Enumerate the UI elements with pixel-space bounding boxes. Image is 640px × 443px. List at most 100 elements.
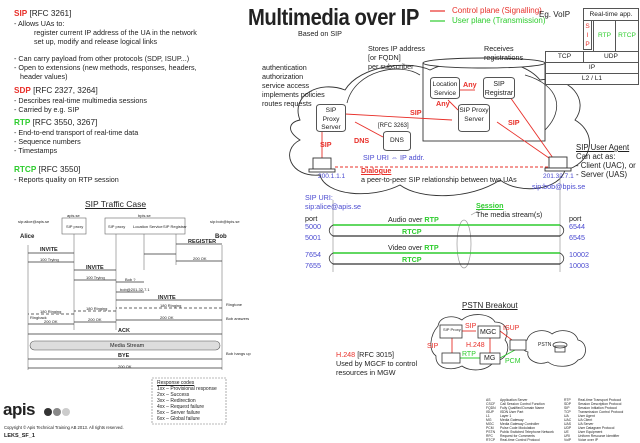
any-label: Any	[436, 99, 450, 108]
mg-box	[479, 352, 501, 365]
bob-uri: sip:bob@bpis.se	[532, 182, 586, 191]
receives-note: Receives	[484, 44, 514, 53]
copyright: Copyright © Apis Technical Training AB 2…	[4, 425, 124, 430]
logo-dot-2	[53, 408, 61, 416]
proxy-note: authorization	[262, 72, 304, 81]
video-pipe	[328, 252, 565, 265]
msg: 180 Ringing	[40, 309, 62, 314]
ip-network-cloud	[289, 59, 590, 197]
video-label: Video over RTP	[388, 243, 439, 252]
traffic-domain-a: apis.se	[67, 213, 80, 218]
proxy-note: routes requests	[262, 99, 312, 108]
stack-l2: L2 / L1	[545, 73, 639, 85]
msg: 100 Trying	[86, 275, 105, 280]
pstn-h248-label: H.248	[466, 342, 485, 349]
traffic-bob: Bob	[215, 234, 227, 240]
proxy-note: service access	[262, 81, 310, 90]
sip-link-right-bob	[496, 121, 550, 159]
alice-port-label: port	[305, 214, 318, 223]
response-code: 3xx – Redirection	[157, 398, 196, 404]
dialogue-title: Dialogue	[361, 166, 392, 175]
bob-laptop-icon	[544, 156, 572, 172]
port: 10003	[569, 261, 589, 270]
note-line: - Timestamps	[14, 146, 58, 155]
response-code: 6xx – Global failure	[157, 416, 200, 422]
isup-label: ISUP	[503, 325, 520, 332]
side-note: Bob answers	[226, 316, 250, 321]
traffic-bob-uri: sip:bob@bpis.se	[210, 219, 240, 224]
msg: 180 Ringing	[160, 303, 182, 308]
note-line: - Sequence numbers	[14, 137, 81, 146]
stack-rtcp: RTCP	[615, 20, 639, 52]
rtp-heading: RTP [RFC 3550, 3267]	[14, 118, 98, 127]
audio-rtcp: RTCP	[402, 227, 422, 236]
uri-mapping: SIP URI ⇔ IP addr.	[363, 153, 425, 162]
session-ellipse	[456, 219, 472, 269]
sip-registrar-db: SIP Registrar	[483, 77, 515, 99]
msg: bob@201.32.7.1	[120, 287, 150, 292]
proxy-note: implements policies	[262, 90, 325, 99]
pcm-label: PCM	[505, 358, 521, 365]
mg-label: MG	[484, 355, 496, 362]
rtcp-heading: RTCP [RFC 3550]	[14, 165, 81, 174]
h248-line: Used by MGCF to control	[336, 359, 418, 368]
dns-link	[354, 121, 384, 138]
port: 10002	[569, 250, 589, 259]
pstn-label: PSTN	[538, 342, 552, 348]
msg: 200 OK	[44, 319, 58, 324]
sip-link-registrar-bob	[509, 96, 554, 159]
left-proxy-db: SIP Proxy Server	[316, 104, 346, 132]
msg-invite: INVITE	[40, 247, 58, 253]
note-line: - Allows UAs to:	[14, 19, 65, 28]
msg-register: REGISTER	[188, 239, 217, 245]
note-line: header values)	[20, 72, 68, 81]
note-line: - Describes real-time multimedia session…	[14, 96, 148, 105]
page-subtitle: Based on SIP	[298, 29, 342, 38]
bob-port-label: port	[569, 214, 582, 223]
traffic-alice: Alice	[20, 234, 35, 240]
dns-ref: [RFC 3263]	[378, 123, 409, 129]
side-note: Bob hangs up	[226, 351, 251, 356]
msg-ack: ACK	[118, 328, 130, 334]
bob-ip: 201.32.7.1	[543, 173, 574, 180]
sdp-heading: SDP [RFC 2327, 3264]	[14, 86, 98, 95]
right-proxy-db: SIP Proxy Server	[458, 104, 490, 132]
pstn-sip-label: SIP	[427, 343, 439, 350]
sip-label: SIP	[410, 108, 422, 117]
response-code: 2xx – Success	[157, 392, 190, 398]
mgc-label: MGC	[480, 329, 497, 336]
sip-label: SIP	[320, 140, 332, 149]
proxy-a-box	[61, 217, 87, 235]
legend-user: User plane (Transmission)	[452, 16, 546, 25]
receives-note: registrations	[484, 53, 524, 62]
dns-label: DNS	[354, 136, 370, 145]
pstn-ip-cloud	[430, 314, 509, 371]
session-title: Session	[476, 201, 504, 210]
alice-uri: sip:alice@apis.se	[305, 202, 362, 211]
msg: 200 OK	[160, 315, 174, 320]
note-line: - Carried by e.g. SIP	[14, 105, 80, 114]
side-note: Ringback	[30, 315, 47, 320]
response-code: 5xx – Server failure	[157, 410, 201, 416]
legend-control: Control plane (Signalling)	[452, 6, 542, 15]
media-stream-label: Media Stream	[110, 343, 145, 349]
port: 6544	[569, 222, 585, 231]
ua-line: - Client (UAC), or	[576, 161, 636, 170]
ua-title: SIP User Agent	[576, 143, 630, 152]
logo-dot-3	[62, 408, 70, 416]
alice-laptop-icon	[308, 157, 336, 173]
page-title: Multimedia over IP	[248, 4, 419, 30]
